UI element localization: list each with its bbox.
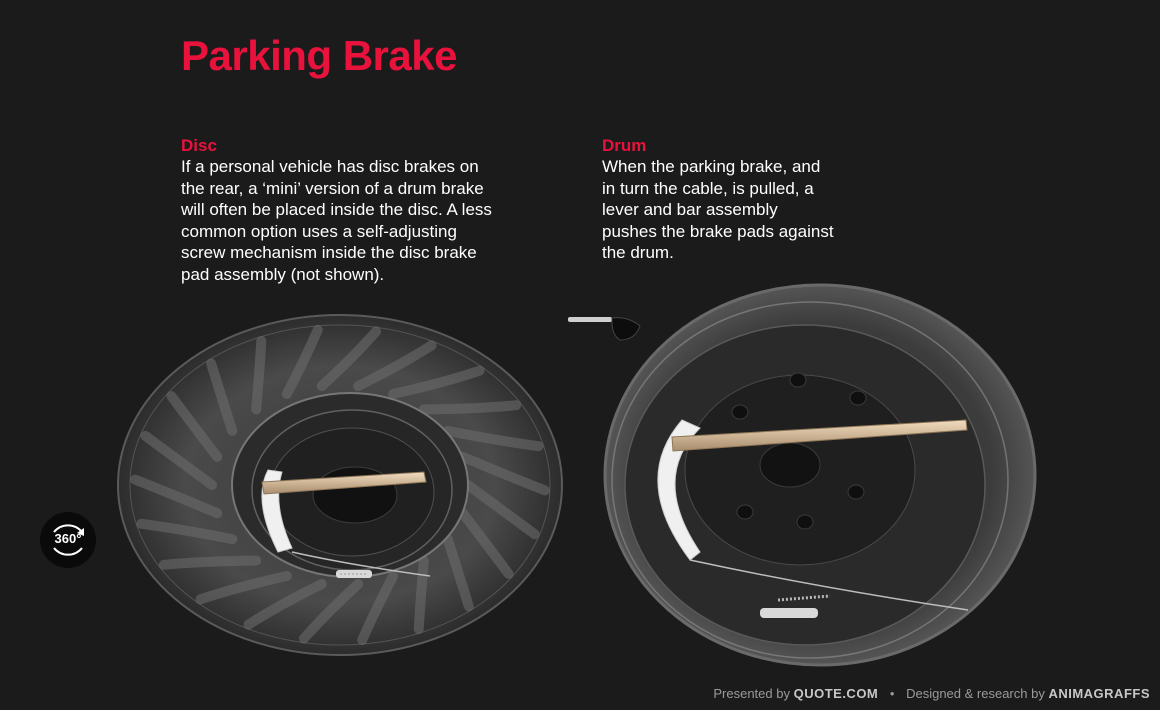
rotor-vane	[413, 555, 429, 634]
rotor-vane	[243, 579, 327, 630]
disc-description: If a personal vehicle has disc brakes on…	[181, 157, 492, 284]
rotor-vane	[442, 425, 544, 452]
rotor-vane	[353, 340, 437, 391]
sponsor-link[interactable]: QUOTE.COM	[793, 686, 879, 701]
rotor-vane	[316, 326, 382, 391]
disc-brake-illustration	[117, 314, 563, 656]
drum-heading: Drum	[602, 136, 647, 155]
rotor-vane	[463, 480, 540, 540]
studio-link[interactable]: ANIMAGRAFFS	[1048, 686, 1150, 701]
credits-footer: Presented by QUOTE.COM • Designed & rese…	[713, 686, 1150, 701]
rotor-vane	[251, 336, 267, 415]
rotate-360-button[interactable]: 360°	[40, 512, 96, 568]
drum-description: When the parking brake, and in turn the …	[602, 157, 834, 262]
rotor-vane	[457, 451, 550, 496]
designed-by-label: Designed & research by	[906, 686, 1045, 701]
rotor-vane	[442, 534, 474, 612]
rotor-vane	[418, 400, 522, 415]
rotor-vane	[357, 571, 399, 646]
rotor-vane	[281, 324, 323, 399]
drum-section: Drum When the parking brake, and in turn…	[602, 136, 882, 264]
rotate-360-label: 360°	[54, 531, 82, 546]
drum-brake-illustration	[568, 283, 1037, 667]
rotor-vane	[166, 391, 223, 462]
rotor-vane	[158, 555, 262, 570]
rotor-vane	[195, 571, 292, 605]
rotor-vane	[457, 508, 514, 579]
footer-separator: •	[889, 686, 895, 701]
rotor-vane	[298, 579, 364, 644]
rotor-vane	[140, 430, 217, 490]
rotate-360-icon	[53, 524, 84, 556]
disc-section: Disc If a personal vehicle has disc brak…	[181, 136, 541, 285]
rotor-vane	[206, 358, 238, 436]
rotor-vane	[388, 365, 485, 399]
rotor-vane	[130, 474, 223, 519]
disc-heading: Disc	[181, 136, 217, 155]
rotor-vane	[136, 518, 238, 545]
presented-by-label: Presented by	[713, 686, 790, 701]
page-title: Parking Brake	[181, 32, 457, 79]
